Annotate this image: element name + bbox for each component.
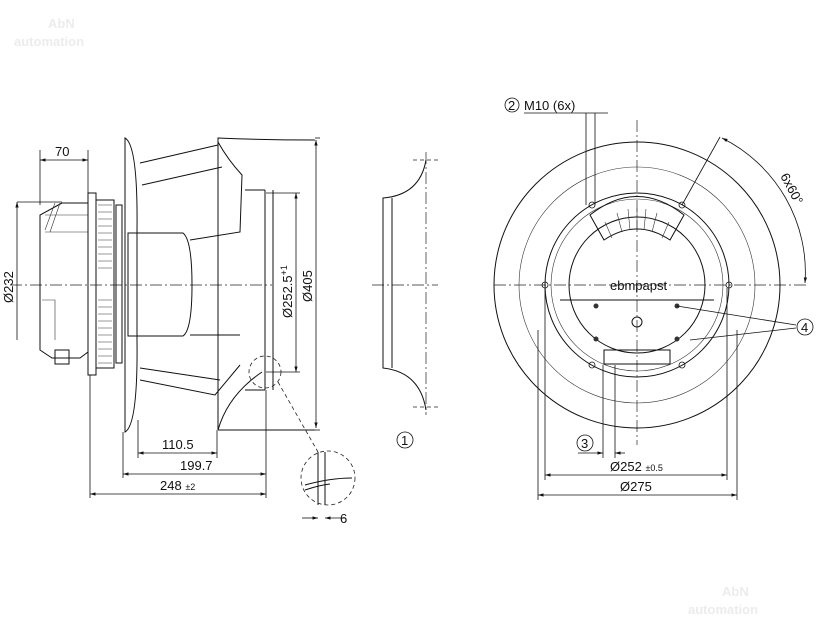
svg-text:Ø275: Ø275 [620, 479, 652, 494]
dim-70: 70 [39, 144, 89, 205]
brand-logo: ebmpapst [610, 278, 667, 293]
blade-bottom [139, 334, 315, 431]
svg-text:Ø232: Ø232 [1, 271, 16, 303]
dim-diameter-405: Ø405 [300, 137, 320, 431]
impeller-backplate [124, 137, 138, 433]
svg-text:70: 70 [55, 144, 69, 159]
callout-1 [396, 431, 414, 449]
svg-text:M10 (6x): M10 (6x) [524, 98, 575, 113]
svg-text:4: 4 [801, 320, 808, 335]
cooling-fins [95, 199, 115, 369]
svg-text:248 ±2: 248 ±2 [160, 478, 195, 493]
svg-text:1: 1 [401, 433, 408, 448]
watermark-top: AbN automation [14, 16, 84, 49]
dim-diameter-252: Ø252 ±0.5 [544, 288, 728, 480]
svg-text:2: 2 [508, 98, 515, 113]
svg-text:AbN: AbN [722, 584, 749, 599]
watermark-bottom: AbN automation [688, 584, 758, 617]
inlet-ring: 1 [372, 152, 440, 449]
svg-text:110.5: 110.5 [162, 437, 194, 452]
blade-top [139, 137, 316, 241]
svg-text:3: 3 [581, 436, 588, 451]
dim-diameter-275: Ø275 [537, 330, 738, 500]
dim-diameter-232: Ø232 [1, 201, 62, 340]
dim-diameter-252-5: Ø252.5+1 [266, 192, 300, 373]
svg-text:automation: automation [688, 602, 758, 617]
impeller-inlet [245, 189, 274, 391]
impeller-outer [493, 141, 781, 429]
hub [127, 232, 193, 337]
cable-gland [54, 349, 70, 365]
mounting-flange [544, 192, 730, 378]
front-view: ebmpapst 2 M10 (6x) 6x60° 4 3 [493, 97, 814, 500]
cable-entries [603, 349, 671, 365]
ground-symbol [631, 316, 643, 328]
svg-text:Ø252.5+1: Ø252.5+1 [279, 265, 295, 318]
svg-text:6x60°: 6x60° [777, 170, 806, 207]
dim-248: 248 ±2 [89, 375, 266, 498]
side-view: 70 Ø232 Ø252.5+1 Ø405 110.5 199.7 [1, 137, 356, 526]
svg-text:Ø405: Ø405 [300, 270, 315, 302]
detail-marker [248, 355, 282, 389]
thread-callout: 2 M10 (6x) [504, 97, 608, 205]
dim-110-5: 110.5 [137, 420, 218, 458]
svg-text:Ø252 ±0.5: Ø252 ±0.5 [610, 459, 663, 474]
callout-4: 4 [676, 305, 814, 341]
svg-text:AbN: AbN [48, 16, 75, 31]
svg-text:automation: automation [14, 34, 84, 49]
svg-text:199.7: 199.7 [180, 458, 213, 473]
motor-body [39, 192, 123, 376]
terminal-fins [589, 196, 685, 241]
detail-view: 6 [300, 450, 356, 526]
dim-199-7: 199.7 [122, 390, 267, 498]
svg-text:6: 6 [340, 511, 347, 526]
callout-3: 3 [576, 365, 625, 458]
